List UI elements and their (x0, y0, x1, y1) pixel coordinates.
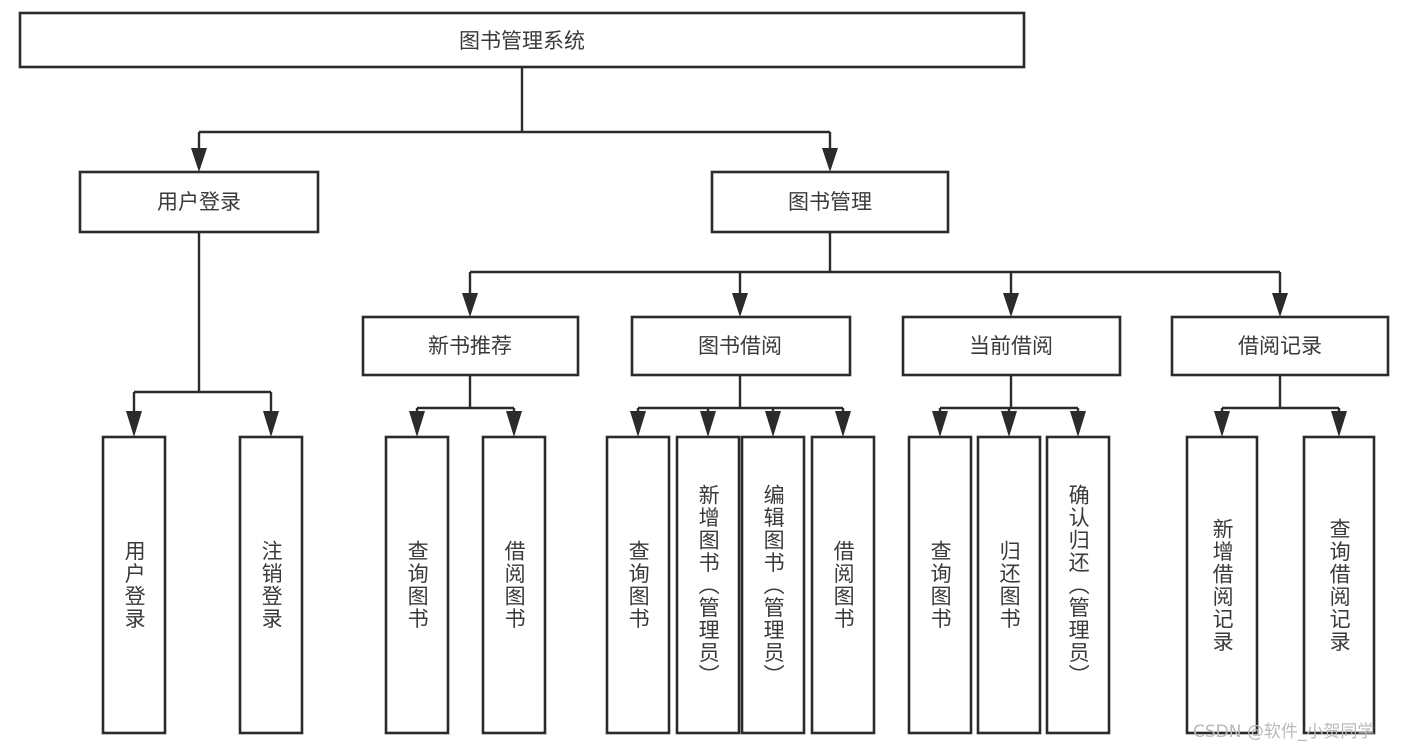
csdn-watermark: CSDN @软件_小贺同学 (1193, 722, 1375, 742)
arrow-leaf-bb-query (630, 411, 646, 437)
leaf-box-logout[interactable] (238, 435, 304, 735)
arrow-to-user-login (191, 148, 207, 172)
node-new-book-box[interactable] (361, 315, 580, 377)
leaf-label-cb-query: 查询图书 (928, 540, 953, 630)
arrow-leaf-newbook-borrow (506, 411, 522, 437)
node-borrow-record-label: 借阅记录 (1238, 334, 1322, 358)
leaf-box-bb-edit[interactable] (740, 435, 806, 735)
node-user-login-label: 用户登录 (157, 190, 241, 214)
arrow-leaf-newbook-query (409, 411, 425, 437)
leaf-label-nb-borrow: 借阅图书 (502, 540, 527, 630)
leaf-box-cb-return[interactable] (976, 435, 1042, 735)
leaf-box-user-login[interactable] (101, 435, 167, 735)
node-root-box[interactable] (18, 11, 1026, 69)
connector-layer (126, 67, 1347, 437)
leaf-label-user-login: 用户登录 (122, 540, 147, 630)
arrow-to-bookborrow (732, 293, 748, 317)
leaf-label-bb-add: 新增图书（管理员） (696, 483, 721, 687)
node-current-borrow-label: 当前借阅 (969, 334, 1053, 358)
node-new-book-label: 新书推荐 (428, 334, 512, 358)
arrow-leaf-br-add (1214, 411, 1230, 437)
leaf-box-bb-borrow[interactable] (810, 435, 876, 735)
leaf-label-logout: 注销登录 (259, 540, 284, 630)
leaf-label-cb-return: 归还图书 (997, 540, 1022, 630)
leaf-label-br-add: 新增借阅记录 (1210, 517, 1235, 653)
node-current-borrow-box[interactable] (901, 315, 1122, 377)
leaf-label-bb-borrow: 借阅图书 (831, 540, 856, 630)
arrow-to-borrowrecord (1272, 293, 1288, 317)
arrow-leaf-cb-return (1001, 411, 1017, 437)
node-book-borrow-label: 图书借阅 (698, 334, 782, 358)
leaf-label-br-query: 查询借阅记录 (1327, 517, 1352, 653)
arrow-leaf-cb-query (932, 411, 948, 437)
leaf-box-bb-query[interactable] (605, 435, 671, 735)
node-book-borrow-box[interactable] (630, 315, 852, 377)
leaf-box-br-add[interactable] (1185, 435, 1259, 735)
label-layer: 图书管理系统 用户登录 图书管理 新书推荐 图书借阅 当前借阅 借阅记录 (157, 29, 1322, 358)
leaf-box-nb-borrow[interactable] (481, 435, 547, 735)
leaf-box-br-query[interactable] (1302, 435, 1376, 735)
arrow-leaf-bb-add (700, 411, 716, 437)
arrow-to-currentborrow (1003, 293, 1019, 317)
leaf-label-nb-query: 查询图书 (405, 540, 430, 630)
node-book-manage-label: 图书管理 (788, 190, 872, 214)
node-book-manage-box[interactable] (710, 170, 950, 234)
leaf-box-cb-confirm[interactable] (1045, 435, 1111, 735)
leaf-label-bb-edit: 编辑图书（管理员） (761, 483, 786, 687)
leaf-box-bb-add[interactable] (675, 435, 741, 735)
arrow-leaf-cb-confirm (1070, 411, 1086, 437)
arrow-leaf-logout (263, 411, 279, 437)
arrow-leaf-user-login (126, 411, 142, 437)
leaf-box-cb-query[interactable] (907, 435, 973, 735)
node-box-layer (18, 11, 1390, 735)
arrow-leaf-bb-edit (765, 411, 781, 437)
arrow-leaf-br-query (1331, 411, 1347, 437)
node-borrow-record-box[interactable] (1170, 315, 1390, 377)
leaf-label-bb-query: 查询图书 (626, 540, 651, 630)
leaf-label-cb-confirm: 确认归还（管理员） (1066, 483, 1091, 687)
arrow-leaf-bb-borrow (835, 411, 851, 437)
leaf-box-nb-query[interactable] (384, 435, 450, 735)
arrow-to-newbook (462, 293, 478, 317)
node-user-login-box[interactable] (78, 170, 320, 234)
arrow-to-book-manage (822, 148, 838, 172)
node-root-label: 图书管理系统 (459, 29, 585, 53)
